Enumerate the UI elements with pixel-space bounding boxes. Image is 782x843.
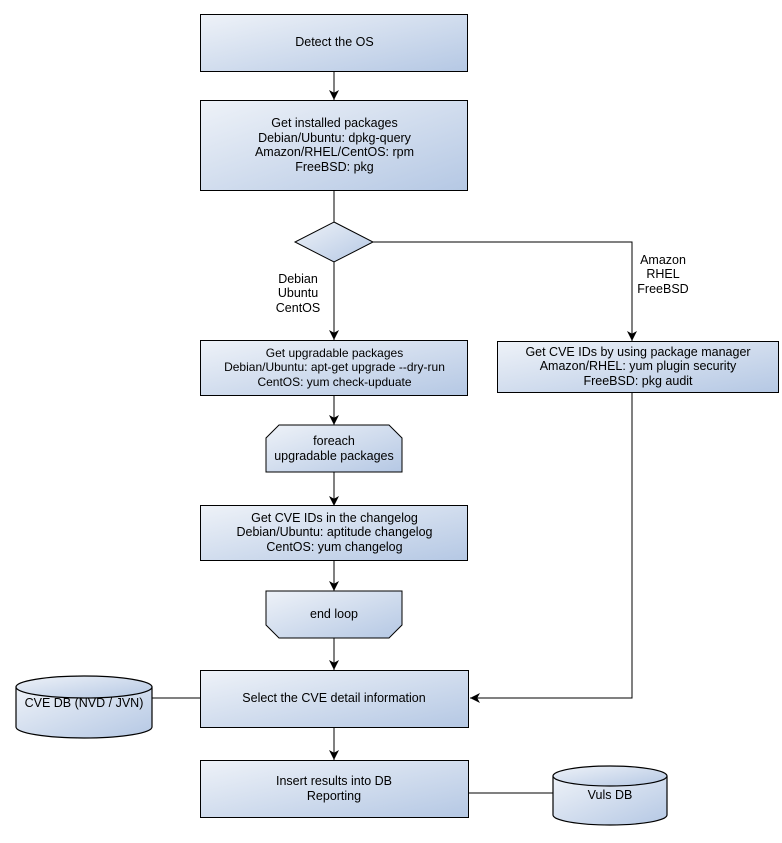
end-loop-shape [265, 590, 403, 639]
insert-results-box [200, 760, 469, 818]
select-cve-box [200, 670, 469, 728]
installed-packages-box [200, 100, 468, 191]
foreach-loop-shape [265, 424, 403, 473]
vuls-db-cylinder [552, 765, 668, 826]
edge-decision-to-package-manager [373, 241, 637, 341]
detect-os-box [200, 14, 468, 72]
os-decision-diamond [293, 221, 375, 263]
edge-package-manager-to-select [470, 392, 633, 703]
cve-db-cylinder [15, 675, 153, 739]
cve-changelog-box [200, 505, 468, 561]
upgradable-packages-box [200, 340, 468, 396]
cve-package-manager-box [497, 341, 779, 393]
